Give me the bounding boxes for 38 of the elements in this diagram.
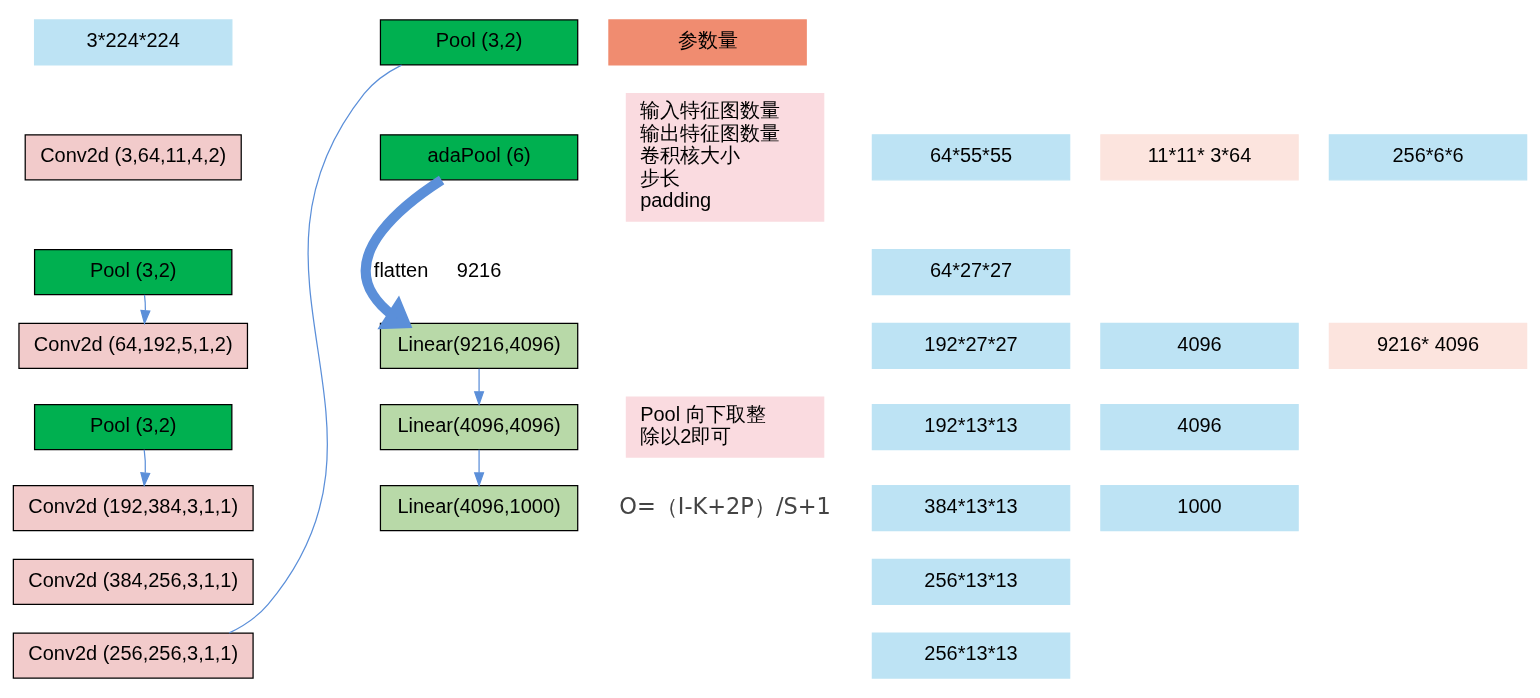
connector [228,64,403,634]
node-box: 192*27*27 [871,322,1071,369]
node-box: 64*55*55 [871,134,1071,181]
node-box: 64*27*27 [871,249,1071,296]
label: O=（I-K+2P）/S+1 [619,492,831,519]
node-box: 256*13*13 [871,558,1071,605]
arrow [473,368,485,407]
node-box: Pool (3,2) [33,403,233,451]
node-box: Linear(4096,4096) [379,403,579,451]
node-box: 256*13*13 [871,632,1071,679]
edge-label: flatten [373,258,429,281]
node-box: 4096 [1100,322,1299,369]
node-box: Conv2d (64,192,5,1,2) [18,322,249,369]
node-box: 11*11* 3*64 [1100,134,1299,181]
node-box: Pool (3,2) [33,249,233,296]
node-box: 9216* 4096 [1328,322,1528,369]
node-box: Conv2d (384,256,3,1,1) [12,558,254,605]
node-box: 输入特征图数量 输出特征图数量 卷积核大小 步长 padding [625,93,825,222]
node-box: Linear(9216,4096) [379,322,579,369]
label: 9216 [456,258,502,281]
node-box: 4096 [1100,403,1299,451]
arrow [360,175,445,330]
node-box: 192*13*13 [871,403,1071,451]
node-box: 1000 [1100,485,1299,532]
node-box: Pool 向下取整 除以2即可 [625,396,825,458]
arrow [140,449,151,488]
node-box: Conv2d (256,256,3,1,1) [12,632,254,679]
node-box: 256*6*6 [1328,134,1528,181]
node-box: Linear(4096,1000) [379,485,579,532]
arrow [473,449,485,488]
node-box: adaPool (6) [379,134,579,181]
node-box: Pool (3,2) [379,19,579,66]
node-box: 3*224*224 [33,19,233,66]
node-box: Conv2d (192,384,3,1,1) [12,485,254,532]
node-box: 参数量 [608,19,807,66]
node-box: 384*13*13 [871,485,1071,532]
node-box: Conv2d (3,64,11,4,2) [24,134,242,181]
arrow [140,294,151,326]
